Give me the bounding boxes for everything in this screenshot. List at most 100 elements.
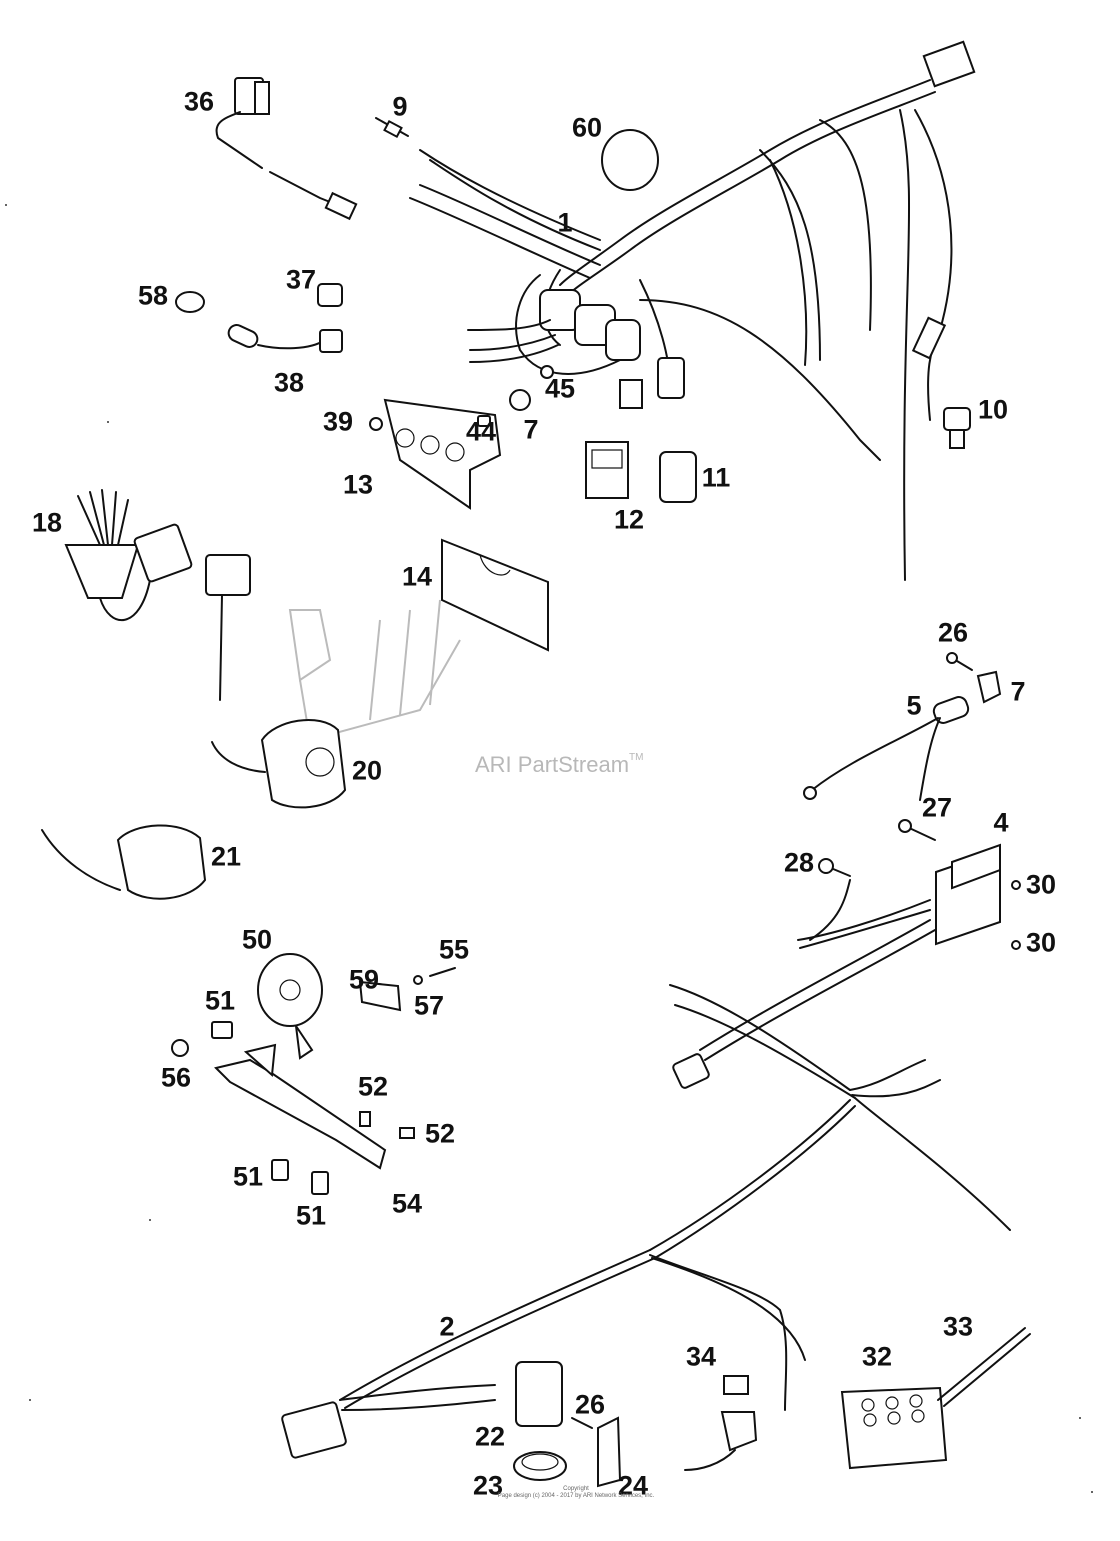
callout-51-b[interactable]: 51 [232,1161,264,1192]
callout-7-right[interactable]: 7 [1010,676,1026,707]
part-51-clip-nut-a[interactable] [211,1021,233,1039]
callout-14[interactable]: 14 [401,561,433,592]
callout-56[interactable]: 56 [160,1062,192,1093]
callout-23[interactable]: 23 [472,1470,504,1501]
part-21-handlebar-switch-left[interactable] [41,824,207,900]
part-7-cable-clip-right[interactable] [976,670,1002,704]
watermark: ARI PartStreamTM [475,752,644,778]
callout-7-upper[interactable]: 7 [523,414,539,445]
callout-9[interactable]: 9 [392,91,408,122]
part-12-flasher-relay[interactable] [585,441,629,499]
callout-51-c[interactable]: 51 [295,1200,327,1231]
part-33-vent-hose[interactable] [937,1327,1031,1407]
callout-50[interactable]: 50 [241,924,273,955]
part-10-pressure-switch[interactable] [943,407,971,449]
part-27-screw[interactable] [898,819,936,841]
callout-36[interactable]: 36 [183,86,215,117]
callout-18[interactable]: 18 [31,507,63,538]
callout-52-b[interactable]: 52 [424,1118,456,1149]
callout-21[interactable]: 21 [210,841,242,872]
part-57-washer[interactable] [413,975,423,985]
part-28-bolt[interactable] [818,858,851,877]
part-4-starter-relay[interactable] [797,843,1001,949]
part-26-screw-lower[interactable] [571,1417,593,1429]
part-30-nut-lower[interactable] [1011,940,1021,950]
callout-1[interactable]: 1 [557,207,573,238]
scatter-dots [5,204,1093,1493]
callout-52-a[interactable]: 52 [357,1071,389,1102]
part-52-screw-b[interactable] [399,1127,415,1139]
callout-38[interactable]: 38 [273,367,305,398]
callout-44[interactable]: 44 [465,416,497,447]
callout-12[interactable]: 12 [613,504,645,535]
callout-34[interactable]: 34 [685,1341,717,1372]
callout-51-a[interactable]: 51 [204,985,236,1016]
part-52-screw-a[interactable] [359,1111,371,1127]
part-13-relay-bracket[interactable] [383,398,502,510]
callout-59[interactable]: 59 [348,964,380,995]
part-55-screw[interactable] [429,967,456,977]
callout-57[interactable]: 57 [413,990,445,1021]
callout-30-upper[interactable]: 30 [1025,869,1057,900]
copyright-label: Copyright [563,1486,589,1492]
part-50-horn[interactable] [257,953,323,1060]
part-18-connector-grommet-lead[interactable] [64,489,193,622]
part-58-hose-clamp[interactable] [175,291,205,313]
callout-58[interactable]: 58 [137,280,169,311]
callout-39[interactable]: 39 [322,406,354,437]
part-26-screw[interactable] [946,652,973,671]
callout-11[interactable]: 11 [701,462,731,493]
part-1-main-wiring-harness[interactable] [409,40,976,581]
part-34-fuse[interactable] [684,1375,758,1471]
part-5-suppressor[interactable] [803,695,970,801]
part-24-holder-bracket[interactable] [597,1416,622,1488]
part-59-bracket[interactable] [358,980,402,1012]
part-20-handlebar-switch-right[interactable] [205,554,461,809]
callout-55[interactable]: 55 [438,934,470,965]
callout-27[interactable]: 27 [921,792,953,823]
part-30-nut-upper[interactable] [1011,880,1021,890]
part-2-rear-wiring-harness[interactable] [281,919,1011,1459]
trademark-symbol: TM [629,752,644,763]
callout-10[interactable]: 10 [977,394,1009,425]
part-60-cable-tie[interactable] [601,129,659,191]
part-32-battery[interactable] [840,1386,948,1470]
part-45-nut[interactable] [540,365,554,379]
callout-20[interactable]: 20 [351,755,383,786]
part-44-screw[interactable] [477,415,491,427]
callout-28[interactable]: 28 [783,847,815,878]
part-38-spark-plug-lead[interactable] [226,322,343,353]
callout-33[interactable]: 33 [942,1311,974,1342]
callout-26-upper[interactable]: 26 [937,617,969,648]
callout-4[interactable]: 4 [993,807,1009,838]
callout-30-lower[interactable]: 30 [1025,927,1057,958]
callout-32[interactable]: 32 [861,1341,893,1372]
part-56-grommet[interactable] [171,1039,189,1057]
callout-54[interactable]: 54 [391,1188,423,1219]
callout-2[interactable]: 2 [439,1311,455,1342]
part-54-horn-bracket[interactable] [214,1043,387,1170]
part-39-screw[interactable] [369,417,383,431]
copyright-text: Page design (c) 2004 - 2017 by ARI Netwo… [497,1493,655,1499]
callout-22[interactable]: 22 [474,1421,506,1452]
part-51-clip-nut-c[interactable] [311,1171,329,1195]
part-23-capacitor-holder[interactable] [513,1451,567,1481]
callout-60[interactable]: 60 [571,112,603,143]
part-14-cover-plate[interactable] [441,538,549,652]
callout-26-lower[interactable]: 26 [574,1389,606,1420]
part-7-cable-clip[interactable] [509,389,531,411]
part-22-capacitor[interactable] [515,1361,563,1427]
part-9-sensor-switch[interactable] [375,117,409,139]
callout-13[interactable]: 13 [342,469,374,500]
watermark-text: ARI PartStream [475,752,630,777]
callout-37[interactable]: 37 [285,264,317,295]
callout-24[interactable]: 24 [617,1470,649,1501]
part-51-clip-nut-b[interactable] [271,1159,289,1181]
callout-45[interactable]: 45 [544,373,576,404]
part-36-ignition-coil-lead[interactable] [215,77,358,221]
copyright-notice: Copyright Page design (c) 2004 - 2017 by… [476,1486,676,1500]
part-11-relay[interactable] [659,451,697,503]
callout-5[interactable]: 5 [906,690,922,721]
part-37-connector-cap[interactable] [317,283,343,307]
